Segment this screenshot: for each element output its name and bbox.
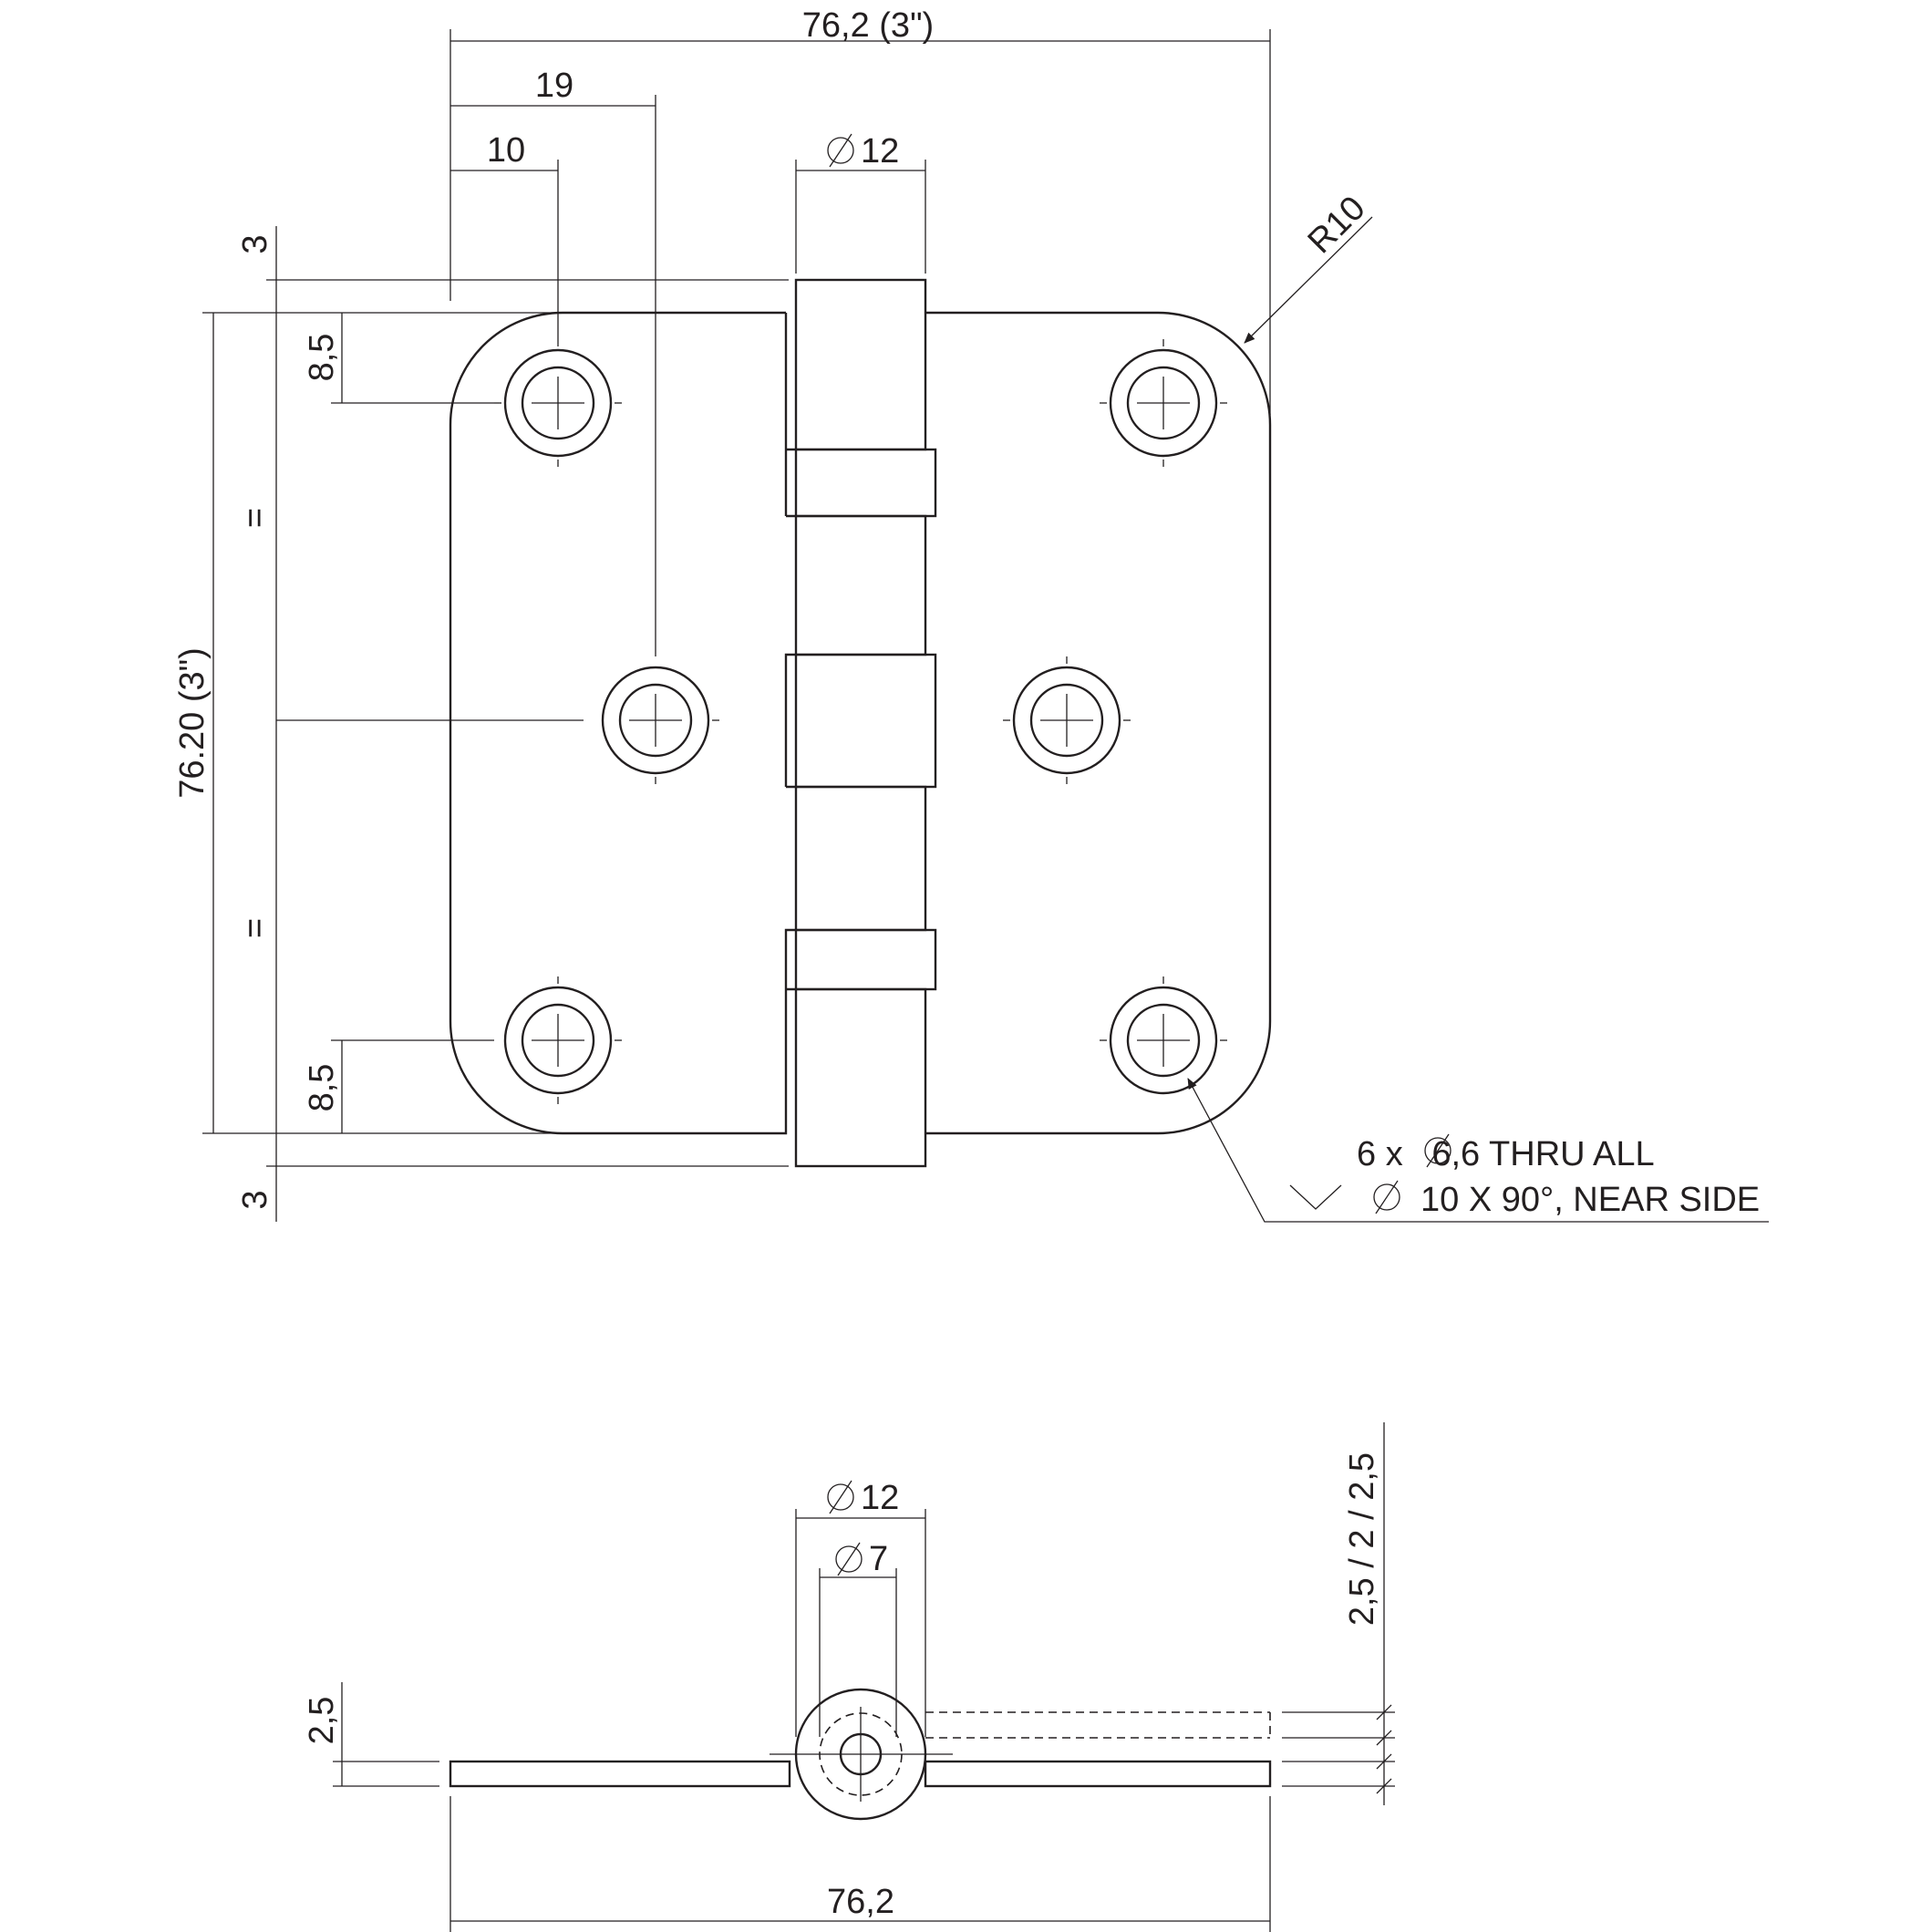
countersink-icon xyxy=(1289,1184,1342,1210)
hole-callout-leader xyxy=(1187,1078,1769,1223)
hole-mid-right xyxy=(1003,656,1131,784)
dim-knuckle-dia-side xyxy=(795,1509,926,1737)
knuckle-gap-top-label: 3 xyxy=(236,234,274,253)
dim-hole-offset-19 xyxy=(450,95,656,656)
dim-knuckle-dia-top xyxy=(795,160,926,274)
equal-top-label: = xyxy=(236,508,274,528)
hole-top-right xyxy=(1100,339,1227,467)
side-right-leaf xyxy=(924,1760,1272,1788)
edge-offset-bottom-label: 8,5 xyxy=(303,1064,341,1112)
corner-radius-label: R10 xyxy=(1301,189,1373,261)
dim-hole-offset-10 xyxy=(450,160,559,339)
hole-bottom-left xyxy=(503,976,622,1104)
dim-thickness-stack xyxy=(1282,1422,1395,1805)
diameter-icon xyxy=(1424,1133,1452,1168)
hole-offset-19-label: 19 xyxy=(535,67,573,105)
dim-thickness xyxy=(333,1682,439,1787)
thickness-stack-label: 2,5 / 2 / 2,5 xyxy=(1343,1452,1381,1626)
screw-holes xyxy=(494,339,1227,1104)
hole-bottom-right xyxy=(1100,976,1227,1095)
diameter-icon xyxy=(835,1542,863,1576)
dim-knuckle-gaps xyxy=(266,226,789,1222)
side-left-leaf xyxy=(449,1760,791,1788)
knuckle-stack xyxy=(794,278,937,1168)
pin-dia-label: 7 xyxy=(869,1540,888,1578)
dim-edge-offset-bottom xyxy=(331,1039,494,1133)
dim-edge-offset-top xyxy=(331,313,494,404)
knuckle-gap-bottom-label: 3 xyxy=(236,1190,274,1209)
diameter-icon xyxy=(827,133,854,168)
overall-width-label: 76,2 (3") xyxy=(802,6,934,45)
hidden-open-leaf xyxy=(925,1711,1271,1739)
hole-mid-left xyxy=(601,666,719,784)
side-knuckle-dia-label: 12 xyxy=(861,1479,899,1517)
hole-offset-10-label: 10 xyxy=(487,131,525,170)
knuckle-dia-label: 12 xyxy=(861,132,899,170)
edge-offset-top-label: 8,5 xyxy=(303,334,341,382)
hole-top-left xyxy=(494,339,622,467)
left-leaf-outline xyxy=(449,311,795,1135)
dim-side-overall-width xyxy=(449,1796,1271,1932)
hole-callout-line1: 6 x 6,6 THRU ALL xyxy=(1357,1135,1655,1173)
dim-overall-height xyxy=(202,312,556,1134)
side-view: 12 7 2,5 2,5 / 2 / xyxy=(303,1422,1395,1932)
dim-overall-width xyxy=(449,29,1271,415)
thickness-label: 2,5 xyxy=(303,1697,341,1745)
diameter-icon xyxy=(827,1480,854,1514)
right-leaf-outline xyxy=(925,311,1272,1135)
hole-callout-line2: 10 X 90°, NEAR SIDE xyxy=(1421,1181,1760,1219)
radius-leader xyxy=(1244,216,1373,344)
top-view: 76,2 (3") 19 10 12 R10 xyxy=(173,6,1769,1223)
diameter-icon xyxy=(1373,1180,1400,1214)
equal-bottom-label: = xyxy=(236,918,274,938)
overall-height-label: 76.20 (3") xyxy=(173,647,212,799)
side-overall-width-label: 76,2 xyxy=(827,1883,894,1921)
dim-pin-dia xyxy=(819,1568,897,1737)
